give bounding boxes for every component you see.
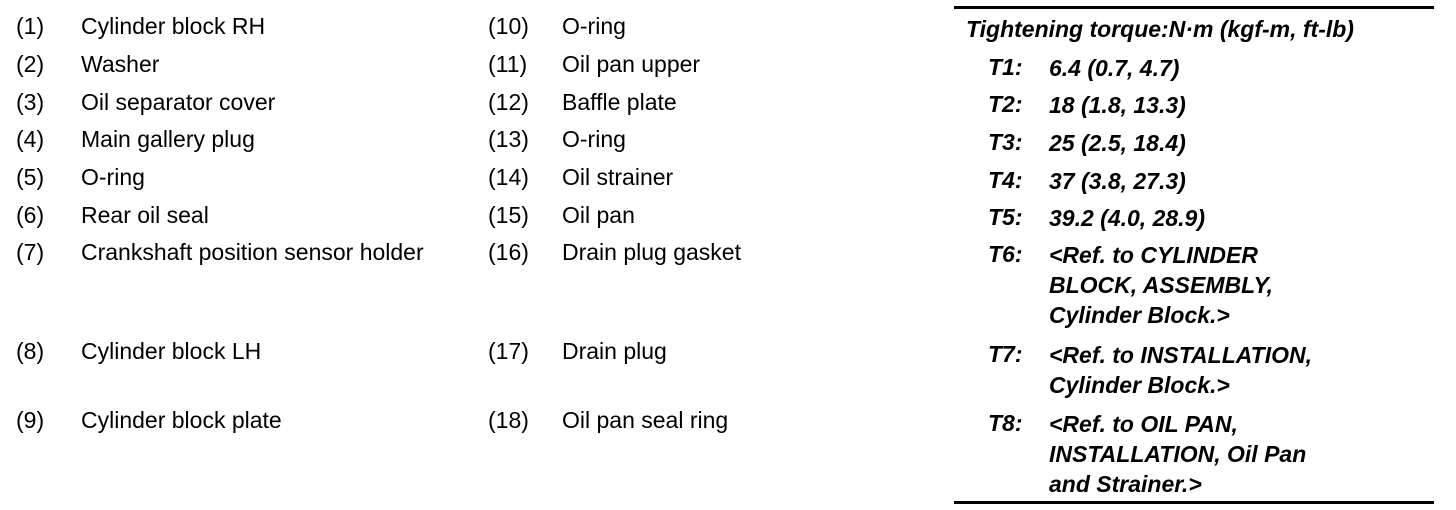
item-number: (15) — [488, 202, 529, 228]
item-name: Oil pan upper — [562, 51, 701, 77]
item-number: (2) — [16, 51, 45, 77]
torque-label: T5: — [988, 204, 1023, 230]
torque-label: T4: — [988, 167, 1023, 193]
item-number: (3) — [16, 89, 45, 115]
item-name: Oil strainer — [562, 164, 674, 190]
torque-value: <Ref. to CYLINDER BLOCK, ASSEMBLY, Cylin… — [1049, 242, 1274, 328]
item-number: (13) — [488, 126, 529, 152]
torque-value: 25 (2.5, 18.4) — [1049, 130, 1186, 156]
item-number: (14) — [488, 164, 529, 190]
item-name: Oil pan seal ring — [562, 407, 729, 433]
torque-value: 6.4 (0.7, 4.7) — [1049, 55, 1180, 81]
torque-label: T2: — [988, 91, 1023, 117]
item-name: Oil separator cover — [81, 89, 276, 115]
item-number: (11) — [488, 51, 528, 77]
item-name: Baffle plate — [562, 89, 677, 115]
item-name: Cylinder block plate — [81, 407, 282, 433]
item-number: (7) — [16, 239, 45, 265]
torque-label: T8: — [988, 410, 1023, 436]
torque-label: T7: — [988, 341, 1023, 367]
item-name: Drain plug — [562, 338, 667, 364]
item-number: (10) — [488, 13, 529, 39]
torque-value: <Ref. to OIL PAN, INSTALLATION, Oil Pan … — [1049, 411, 1307, 497]
item-name: Washer — [81, 51, 160, 77]
torque-value: <Ref. to INSTALLATION, Cylinder Block.> — [1049, 342, 1312, 398]
torque-label: T1: — [988, 54, 1023, 80]
torque-value: 37 (3.8, 27.3) — [1049, 168, 1186, 194]
item-name: O-ring — [562, 13, 626, 39]
item-name: O-ring — [81, 164, 145, 190]
item-name: Cylinder block LH — [81, 338, 262, 364]
item-name: Drain plug gasket — [562, 239, 741, 265]
torque-label: T3: — [988, 129, 1023, 155]
item-name: Oil pan — [562, 202, 635, 228]
item-number: (16) — [488, 239, 529, 265]
item-number: (8) — [16, 338, 45, 364]
item-number: (6) — [16, 202, 45, 228]
item-name: Crankshaft position sensor holder — [81, 239, 424, 265]
item-number: (4) — [16, 126, 45, 152]
item-number: (18) — [488, 407, 529, 433]
item-number: (17) — [488, 338, 529, 364]
parts-legend: (1) Cylinder block RH (2) Washer (3) Oil… — [16, 13, 741, 433]
tightening-torque-box: Tightening torque:N·m (kgf-m, ft-lb) T1:… — [954, 6, 1434, 504]
torque-label: T6: — [988, 241, 1023, 267]
torque-value: 18 (1.8, 13.3) — [1049, 92, 1186, 118]
torque-title: Tightening torque:N·m (kgf-m, ft-lb) — [966, 16, 1354, 42]
torque-value: 39.2 (4.0, 28.9) — [1049, 205, 1205, 231]
item-number: (9) — [16, 407, 45, 433]
item-name: Cylinder block RH — [81, 13, 266, 39]
item-number: (12) — [488, 89, 529, 115]
item-number: (1) — [16, 13, 45, 39]
item-name: Rear oil seal — [81, 202, 209, 228]
item-name: Main gallery plug — [81, 126, 255, 152]
item-name: O-ring — [562, 126, 626, 152]
item-number: (5) — [16, 164, 45, 190]
